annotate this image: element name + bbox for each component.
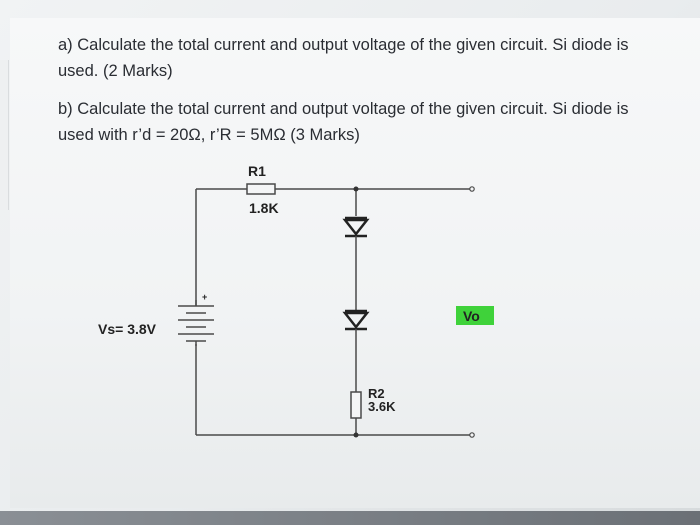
worksheet-page bbox=[10, 18, 700, 508]
left-margin-strip bbox=[0, 60, 9, 210]
diode-d2 bbox=[342, 309, 370, 331]
battery-plus-sign: + bbox=[202, 292, 207, 302]
output-terminal-bottom bbox=[469, 432, 475, 438]
question-a-line-1: a) Calculate the total current and outpu… bbox=[58, 36, 629, 54]
r1-value-label: 1.8K bbox=[249, 200, 279, 216]
junction-top bbox=[353, 186, 359, 192]
question-b-line-2: used with r’d = 20Ω, r’R = 5MΩ (3 Marks) bbox=[58, 126, 360, 144]
output-label: Vo bbox=[463, 308, 480, 324]
vo-highlight bbox=[456, 306, 494, 325]
r2-resistor bbox=[350, 391, 362, 419]
r2-name-label: R2 bbox=[368, 386, 385, 401]
question-a: a) Calculate the total current and outpu… bbox=[58, 32, 700, 84]
output-terminal-top bbox=[469, 186, 475, 192]
source-label: Vs= 3.8V bbox=[98, 321, 157, 337]
battery-source bbox=[178, 300, 214, 346]
diode-d1 bbox=[342, 216, 370, 238]
junction-bottom bbox=[353, 432, 359, 438]
bottom-shadow-bar bbox=[0, 511, 700, 525]
r1-resistor bbox=[246, 183, 276, 195]
question-a-line-2: used. (2 Marks) bbox=[58, 62, 173, 80]
r1-name-label: R1 bbox=[248, 163, 266, 179]
question-b: b) Calculate the total current and outpu… bbox=[58, 96, 700, 148]
r2-value-label: 3.6K bbox=[368, 399, 396, 414]
question-b-line-1: b) Calculate the total current and outpu… bbox=[58, 100, 629, 118]
